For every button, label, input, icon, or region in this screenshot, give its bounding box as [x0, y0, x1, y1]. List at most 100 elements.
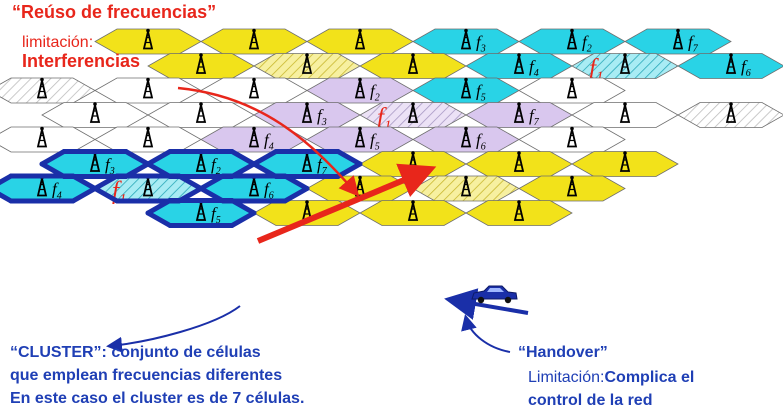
cell-3-2	[200, 77, 308, 104]
cluster-border	[176, 173, 204, 191]
antenna-icon	[407, 200, 419, 221]
antenna-icon	[89, 102, 101, 123]
cell-8-4	[465, 200, 573, 226]
handover-limit-value: Complica el	[604, 369, 695, 386]
cluster-border	[0, 173, 14, 186]
cluster-border	[229, 149, 257, 167]
antenna-icon	[619, 151, 631, 172]
antenna-icon	[354, 77, 366, 99]
car-icon	[471, 285, 518, 304]
cell-3-0	[0, 77, 96, 104]
cluster-text-line1: “CLUSTER”: conjunto de células	[10, 344, 261, 361]
cluster-border	[282, 186, 310, 204]
antenna-icon	[248, 28, 260, 50]
cell-5-4: f6	[412, 126, 520, 153]
cluster-border	[229, 198, 257, 216]
antenna-icon	[619, 53, 631, 74]
cluster-border	[145, 210, 173, 228]
frequency-label: f3	[105, 155, 115, 177]
cell-1-3	[306, 28, 414, 55]
handover-limit-label: Limitación:	[528, 369, 605, 386]
antenna-icon	[36, 77, 48, 99]
cluster-border	[335, 161, 363, 179]
antenna-icon	[513, 151, 525, 172]
cluster-border	[282, 173, 310, 191]
cell-2-3	[359, 53, 467, 79]
antenna-icon	[460, 77, 472, 99]
antenna-icon	[460, 28, 472, 50]
frequency-label: f3	[476, 33, 486, 55]
handover-pointer-arrow	[461, 314, 511, 353]
cell-3-1	[94, 77, 202, 104]
cluster-border	[123, 149, 151, 167]
cluster-border	[0, 191, 14, 204]
cluster-border	[229, 210, 257, 228]
hexagon	[571, 151, 679, 177]
frequency-label: f5	[476, 82, 486, 104]
frequency-label: f7	[317, 155, 328, 177]
cell-2-4: f4	[465, 53, 573, 79]
frequency-label: f6	[741, 57, 751, 79]
cluster-border	[251, 149, 279, 167]
reuse-limit-label: limitación:	[22, 34, 94, 51]
cell-1-2	[200, 28, 308, 55]
frequency-label: f4	[529, 57, 539, 79]
frequency-label: f6	[264, 180, 274, 202]
cell-5-5	[518, 126, 626, 153]
cell-1-5: f2	[518, 28, 626, 55]
cell-2-1	[147, 53, 255, 79]
frequency-label: f5	[370, 131, 380, 153]
reuse-title: “Reúso de frecuencias”	[12, 2, 217, 22]
antenna-icon	[354, 126, 366, 148]
cluster-border	[39, 149, 67, 167]
interference-curve-arrow	[177, 86, 360, 197]
cell-3-3: f2	[306, 77, 414, 104]
cell-7-4	[412, 175, 520, 202]
cell-2-6: f6	[677, 53, 783, 79]
cell-1-6: f7	[624, 28, 732, 55]
cluster-border	[335, 149, 363, 167]
cluster-border	[145, 149, 173, 167]
antenna-icon	[248, 77, 260, 99]
antenna-icon	[36, 126, 48, 148]
antenna-icon	[301, 102, 313, 123]
antenna-icon	[566, 126, 578, 148]
frequency-label: f2	[582, 33, 592, 55]
cell-6-4	[465, 151, 573, 177]
cell-6-5	[571, 151, 679, 177]
cluster-border	[145, 198, 173, 216]
reuse-limit-value: Interferencias	[22, 51, 141, 71]
cell-2-5: f1	[571, 53, 679, 85]
cluster-border	[92, 186, 120, 204]
cell-6-3	[359, 151, 467, 177]
antenna-icon	[566, 77, 578, 99]
frequency-label: f4	[264, 131, 274, 153]
hexagon	[677, 102, 783, 128]
antenna-icon	[301, 53, 313, 74]
antenna-icon	[142, 28, 154, 50]
cluster-text-line3: En este caso el cluster es de 7 células.	[10, 390, 305, 407]
cell-4-6	[677, 102, 783, 128]
cell-3-5	[518, 77, 626, 104]
cell-5-3: f5	[306, 126, 414, 153]
cluster-border	[198, 173, 226, 191]
antenna-icon	[142, 77, 154, 99]
frequency-label: f2	[211, 155, 221, 177]
hexagon	[571, 102, 679, 128]
handover-limit-value2: control de la red	[528, 392, 653, 409]
cell-8-3	[359, 200, 467, 226]
cell-5-0	[0, 126, 96, 153]
hexagon	[359, 200, 467, 226]
cell-4-1	[147, 102, 255, 128]
antenna-icon	[195, 53, 207, 74]
antenna-icon	[619, 102, 631, 123]
antenna-icon	[725, 102, 737, 123]
antenna-icon	[513, 200, 525, 221]
frequency-label: f4	[52, 180, 62, 202]
antenna-icon	[407, 102, 419, 123]
cell-5-2: f4	[200, 126, 308, 153]
antenna-icon	[248, 126, 260, 148]
frequency-label: f7	[688, 33, 699, 55]
cluster-text-line2: que emplean frecuencias diferentes	[10, 367, 283, 384]
